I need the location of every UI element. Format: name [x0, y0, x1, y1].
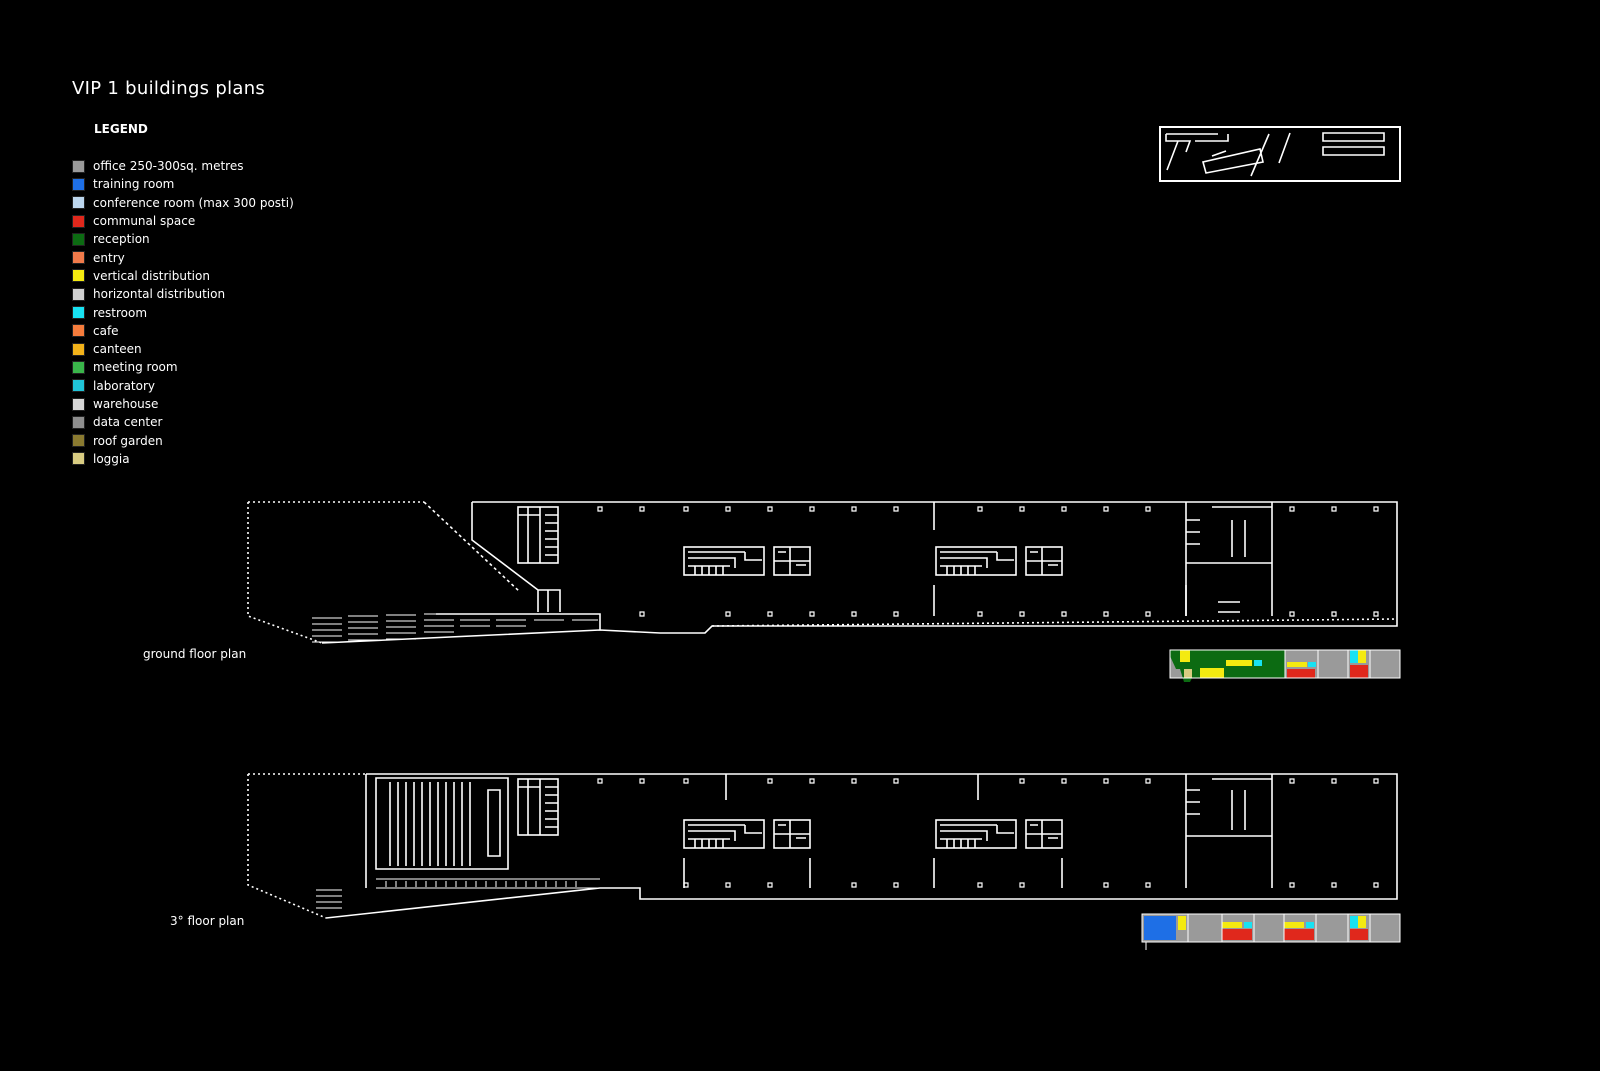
legend-item: meeting room	[72, 358, 294, 376]
legend-swatch	[72, 159, 85, 173]
legend-label: communal space	[93, 214, 196, 229]
legend-item: conference room (max 300 posti)	[72, 194, 294, 212]
legend-item: vertical distribution	[72, 267, 294, 285]
legend-item: laboratory	[72, 377, 294, 395]
legend-label: meeting room	[93, 360, 178, 375]
legend-swatch	[72, 232, 85, 246]
ground-bike-racks	[312, 613, 598, 643]
page-title: VIP 1 buildings plans	[72, 78, 266, 99]
legend-label: reception	[93, 232, 150, 247]
legend-item: office 250-300sq. metres	[72, 157, 294, 175]
third-bike-racks	[316, 881, 577, 909]
legend-swatch	[72, 434, 85, 448]
legend-swatch	[72, 196, 85, 210]
legend-swatch	[72, 452, 85, 466]
legend-swatch	[72, 269, 85, 283]
third-columns	[597, 778, 1379, 888]
legend-label: entry	[93, 250, 125, 265]
legend-item: entry	[72, 248, 294, 266]
legend-item: cafe	[72, 322, 294, 340]
legend-swatch	[72, 177, 85, 191]
legend-item: roof garden	[72, 431, 294, 449]
ground-columns	[597, 506, 1379, 617]
legend-label: loggia	[93, 451, 130, 466]
legend-item: communal space	[72, 212, 294, 230]
legend-item: restroom	[72, 303, 294, 321]
legend-swatch	[72, 324, 85, 338]
legend-swatch	[72, 287, 85, 301]
legend-heading: LEGEND	[94, 122, 148, 136]
key-plan	[1159, 126, 1401, 182]
ground-floor-diagram	[1169, 649, 1401, 682]
legend-swatch	[72, 342, 85, 356]
legend-swatch	[72, 251, 85, 265]
legend-swatch	[72, 214, 85, 228]
legend-swatch	[72, 360, 85, 374]
legend-label: data center	[93, 415, 163, 430]
third-floor-diagram	[1141, 913, 1401, 950]
third-floor-plan	[247, 773, 1398, 919]
legend-label: canteen	[93, 342, 142, 357]
ground-floor-plan-label: ground floor plan	[143, 647, 247, 661]
third-floor-plan-label: 3° floor plan	[170, 914, 245, 928]
legend-item: warehouse	[72, 395, 294, 413]
legend-swatch	[72, 397, 85, 411]
legend-label: cafe	[93, 323, 119, 338]
legend-item: loggia	[72, 450, 294, 468]
legend-label: conference room (max 300 posti)	[93, 195, 294, 210]
legend-item: data center	[72, 413, 294, 431]
legend-item: horizontal distribution	[72, 285, 294, 303]
legend-label: office 250-300sq. metres	[93, 159, 244, 174]
legend-label: vertical distribution	[93, 268, 210, 283]
legend-swatch	[72, 415, 85, 429]
legend-swatch	[72, 306, 85, 320]
legend: office 250-300sq. metres training room c…	[72, 157, 294, 468]
legend-label: training room	[93, 177, 175, 192]
legend-label: horizontal distribution	[93, 287, 226, 302]
legend-label: warehouse	[93, 397, 159, 411]
ground-floor-plan	[247, 501, 1398, 644]
legend-label: laboratory	[93, 378, 156, 393]
legend-label: restroom	[93, 305, 148, 320]
legend-item: training room	[72, 175, 294, 193]
legend-item: reception	[72, 230, 294, 248]
legend-label: roof garden	[93, 433, 163, 448]
legend-swatch	[72, 379, 85, 393]
legend-item: canteen	[72, 340, 294, 358]
